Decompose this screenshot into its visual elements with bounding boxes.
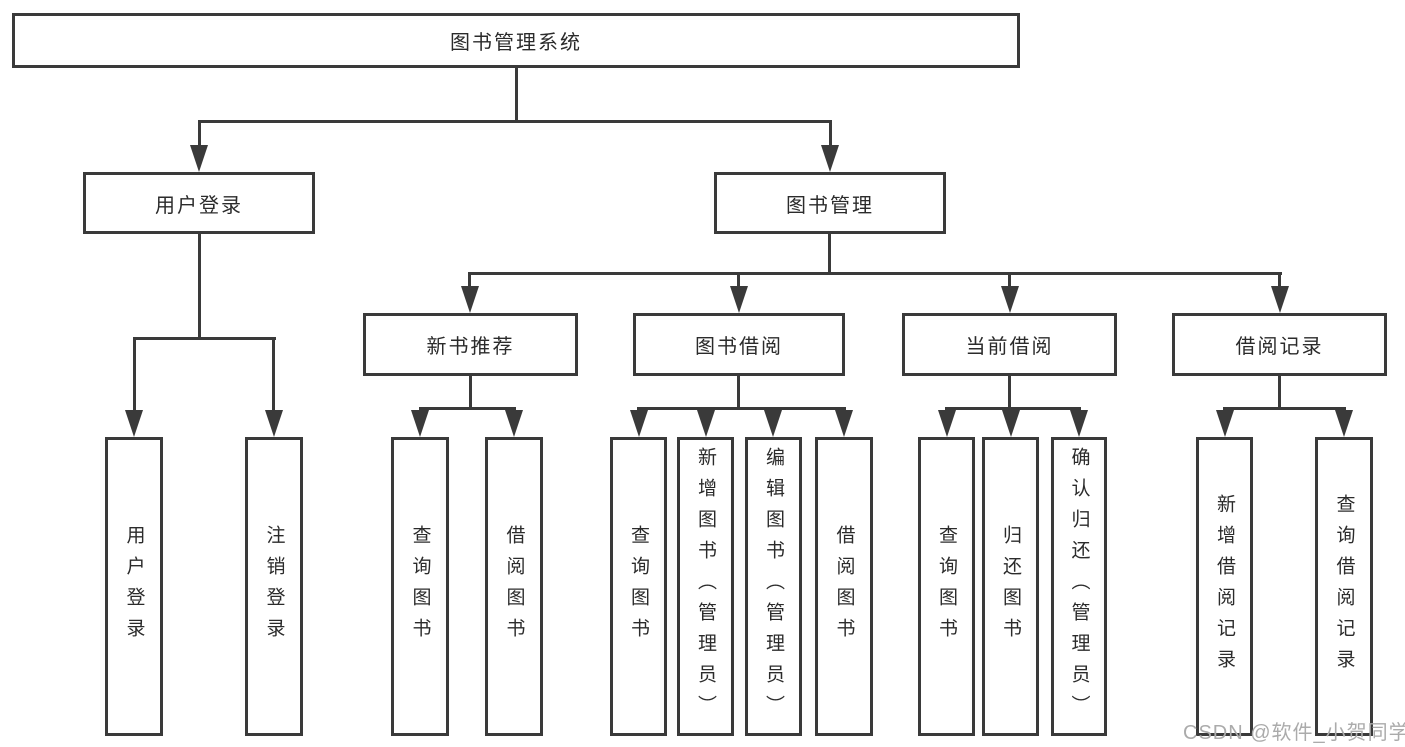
node-user-login: 用户登录	[83, 172, 315, 234]
connector-line	[1223, 407, 1346, 410]
connector-line	[1278, 272, 1281, 289]
arrow-down-icon	[461, 286, 479, 313]
arrow-down-icon	[411, 410, 429, 437]
csdn-watermark: CSDN @软件_小贺同学	[1183, 722, 1405, 744]
arrow-down-icon	[1271, 286, 1289, 313]
arrow-down-icon	[730, 286, 748, 313]
arrow-down-icon	[697, 410, 715, 437]
connector-line	[198, 234, 201, 339]
connector-line	[1008, 272, 1011, 289]
connector-line	[637, 407, 846, 410]
leaf-borrow-add-books-admin: 新增图书（管理员）	[677, 437, 734, 736]
node-borrow-records: 借阅记录	[1172, 313, 1387, 376]
arrow-down-icon	[1001, 286, 1019, 313]
arrow-down-icon	[505, 410, 523, 437]
arrow-down-icon	[938, 410, 956, 437]
leaf-recommend-query-books: 查询图书	[391, 437, 449, 736]
leaf-current-confirm-return-admin: 确认归还（管理员）	[1051, 437, 1107, 736]
connector-line	[469, 272, 1282, 275]
connector-line	[198, 120, 832, 123]
connector-line	[829, 120, 832, 148]
connector-line	[828, 234, 831, 274]
leaf-borrow-borrow-books: 借阅图书	[815, 437, 873, 736]
connector-line	[468, 272, 471, 289]
node-current-borrow: 当前借阅	[902, 313, 1117, 376]
arrow-down-icon	[1335, 410, 1353, 437]
connector-line	[1278, 376, 1281, 409]
leaf-records-query-record: 查询借阅记录	[1315, 437, 1373, 736]
node-book-borrow: 图书借阅	[633, 313, 845, 376]
leaf-borrow-query-books: 查询图书	[610, 437, 667, 736]
connector-line	[1008, 376, 1011, 409]
leaf-user-login: 用户登录	[105, 437, 163, 736]
connector-line	[469, 376, 472, 409]
connector-line	[272, 337, 275, 413]
leaf-recommend-borrow-books: 借阅图书	[485, 437, 543, 736]
leaf-logout: 注销登录	[245, 437, 303, 736]
connector-line	[133, 337, 276, 340]
connector-line	[515, 68, 518, 123]
arrow-down-icon	[1216, 410, 1234, 437]
arrow-down-icon	[764, 410, 782, 437]
connector-line	[945, 407, 1081, 410]
node-book-management: 图书管理	[714, 172, 946, 234]
arrow-down-icon	[1002, 410, 1020, 437]
arrow-down-icon	[1070, 410, 1088, 437]
connector-line	[419, 407, 516, 410]
leaf-current-query-books: 查询图书	[918, 437, 975, 736]
connector-line	[737, 376, 740, 409]
connector-line	[737, 272, 740, 289]
leaf-records-add-record: 新增借阅记录	[1196, 437, 1253, 736]
connector-line	[198, 120, 201, 148]
arrow-down-icon	[630, 410, 648, 437]
node-root-library-system: 图书管理系统	[12, 13, 1020, 68]
node-new-book-recommend: 新书推荐	[363, 313, 578, 376]
leaf-borrow-edit-books-admin: 编辑图书（管理员）	[745, 437, 802, 736]
arrow-down-icon	[125, 410, 143, 437]
leaf-current-return-books: 归还图书	[982, 437, 1039, 736]
connector-line	[133, 337, 136, 413]
arrow-down-icon	[190, 145, 208, 172]
arrow-down-icon	[835, 410, 853, 437]
arrow-down-icon	[821, 145, 839, 172]
arrow-down-icon	[265, 410, 283, 437]
